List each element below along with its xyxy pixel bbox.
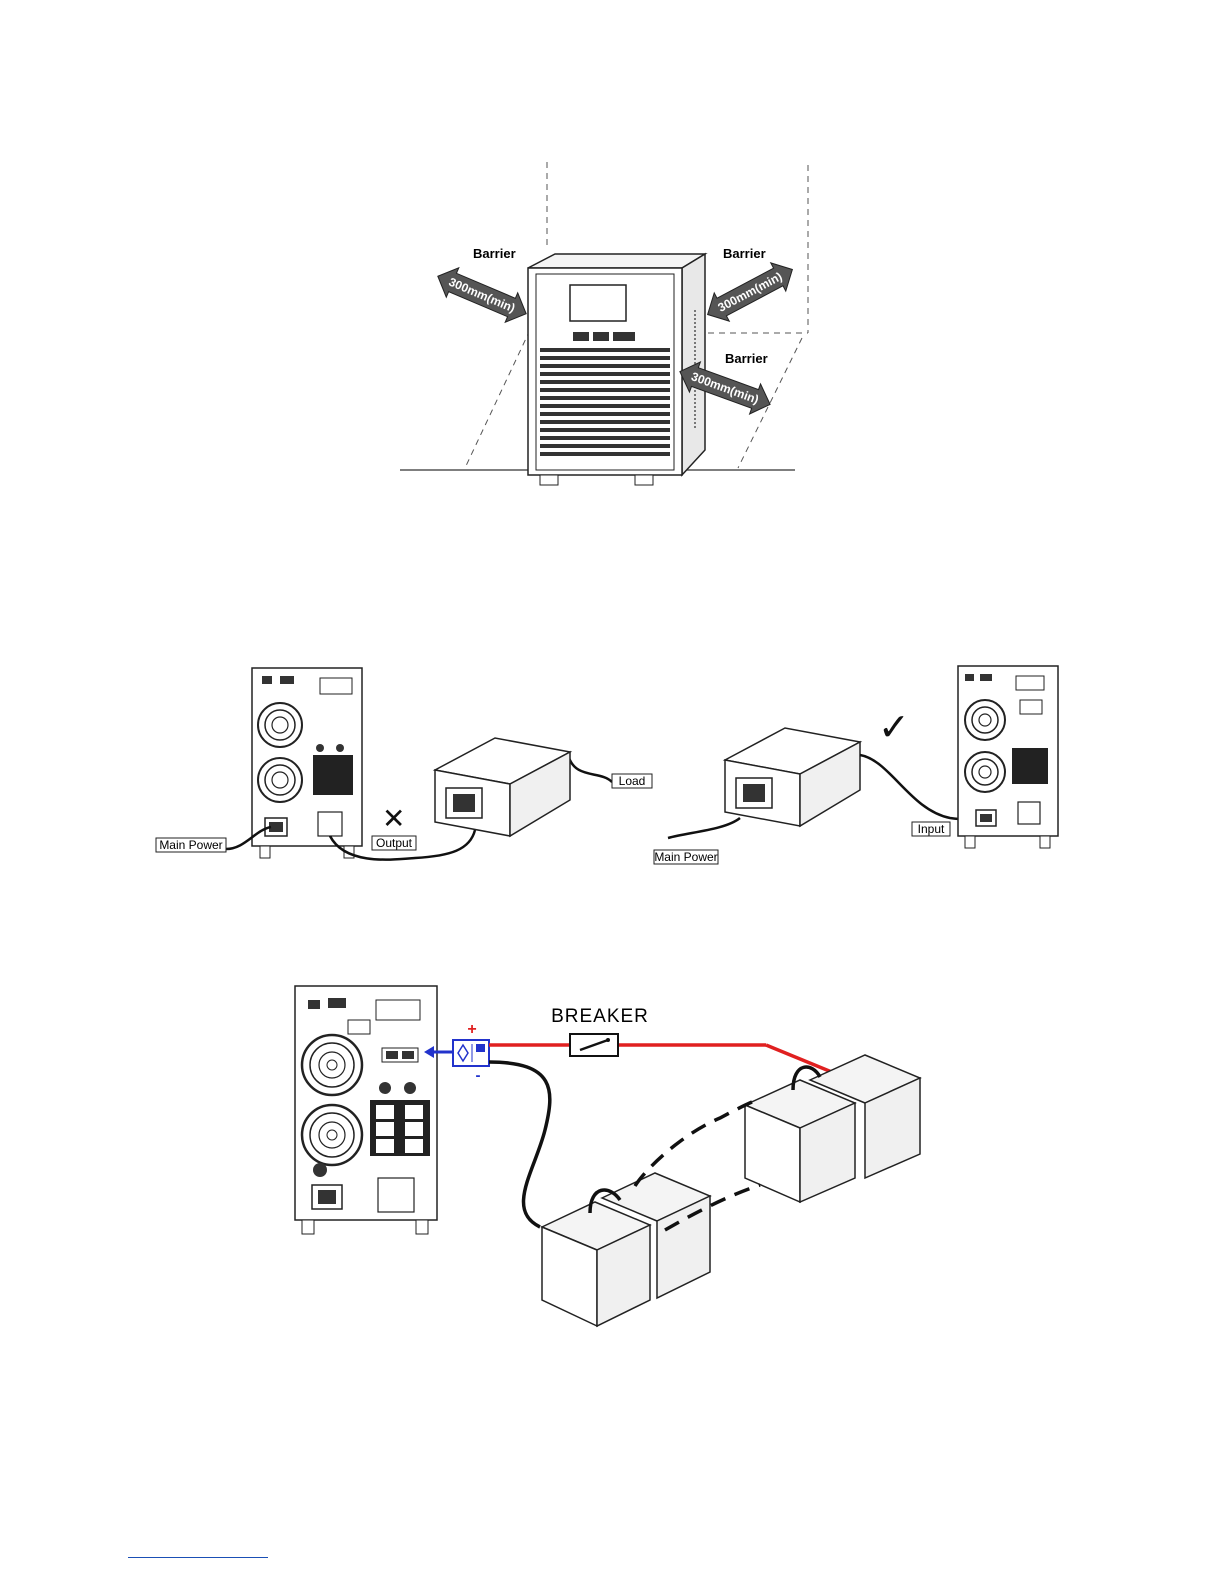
ups-rear-panel-battery	[295, 986, 437, 1234]
svg-text:Main Power: Main Power	[654, 850, 717, 864]
figure-battery-connection: + - BREAKER	[290, 980, 930, 1330]
ups-tower-front	[528, 254, 705, 485]
barrier-label-right-bottom: Barrier	[725, 351, 768, 366]
label-input: Input	[912, 822, 950, 836]
plus-sign: +	[467, 1021, 476, 1038]
label-main-power-right: Main Power	[654, 850, 718, 864]
footnote-rule	[128, 1557, 268, 1558]
wrong-mark: ✕	[382, 803, 405, 834]
label-load: Load	[612, 774, 652, 788]
minus-sign: -	[476, 1067, 481, 1084]
clearance-arrow-right-top: 300mm(min)	[700, 255, 800, 328]
battery-3	[745, 1080, 855, 1202]
ups-rear-panel-right	[958, 666, 1058, 848]
ups-rear-panel-wrong	[252, 668, 362, 858]
battery-1	[542, 1202, 650, 1326]
transformer-right	[725, 728, 860, 826]
barrier-label-left: Barrier	[473, 246, 516, 261]
svg-text:Main Power: Main Power	[159, 838, 222, 852]
svg-text:Load: Load	[619, 774, 646, 788]
label-output: Output	[372, 836, 416, 850]
clearance-arrow-left: 300mm(min)	[432, 262, 533, 329]
transformer-wrong	[435, 738, 570, 836]
svg-text:Output: Output	[376, 836, 413, 850]
breaker-switch	[570, 1034, 618, 1056]
svg-text:Input: Input	[918, 822, 945, 836]
label-main-power-wrong: Main Power	[156, 838, 226, 852]
figure-clearance: Barrier Barrier Barrier 300mm(min) 300mm…	[390, 150, 820, 490]
clearance-label-right-top: 300mm(min)	[716, 269, 785, 315]
breaker-label: BREAKER	[551, 1006, 649, 1027]
barrier-label-right-top: Barrier	[723, 246, 766, 261]
right-mark: ✓	[878, 707, 910, 749]
figure-transformer-wiring: ✕ Main Power Output Load ✓	[150, 660, 1070, 875]
